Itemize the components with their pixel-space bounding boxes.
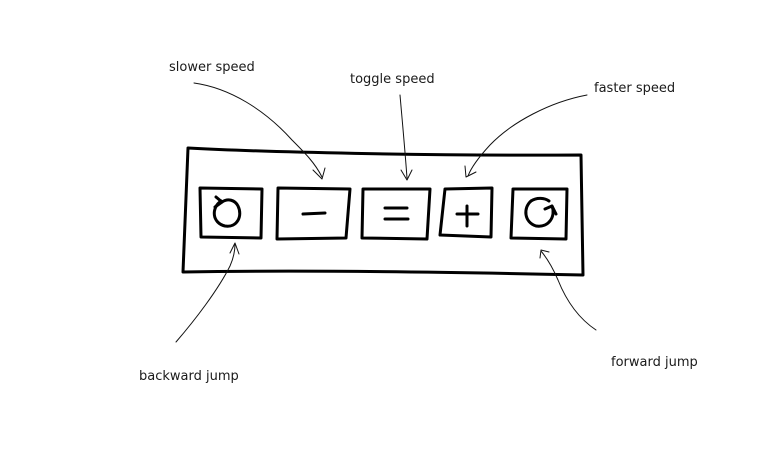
toggle-speed-button[interactable]	[360, 187, 432, 241]
backward-jump-label: backward jump	[139, 369, 239, 384]
toolbar-frame	[181, 146, 585, 277]
arrow-faster-speed	[464, 94, 588, 178]
faster-speed-label: faster speed	[594, 81, 676, 96]
arrow-slower-speed	[193, 82, 326, 180]
slower-speed-label: slower speed	[169, 60, 255, 75]
forward-jump-label: forward jump	[611, 355, 698, 370]
arrow-backward-jump	[175, 242, 240, 343]
arrow-forward-jump	[539, 249, 597, 331]
slower-speed-button[interactable]	[275, 186, 352, 241]
backward-jump-button[interactable]	[198, 186, 264, 240]
arrow-toggle-speed	[399, 94, 413, 181]
toggle-speed-label: toggle speed	[350, 72, 435, 87]
rotate-ccw-icon	[212, 195, 242, 228]
equals-icon	[383, 206, 410, 221]
minus-icon	[301, 211, 327, 216]
plus-icon	[455, 204, 480, 228]
forward-jump-button[interactable]	[509, 187, 569, 241]
rotate-cw-icon	[524, 196, 558, 228]
faster-speed-button[interactable]	[438, 186, 494, 239]
